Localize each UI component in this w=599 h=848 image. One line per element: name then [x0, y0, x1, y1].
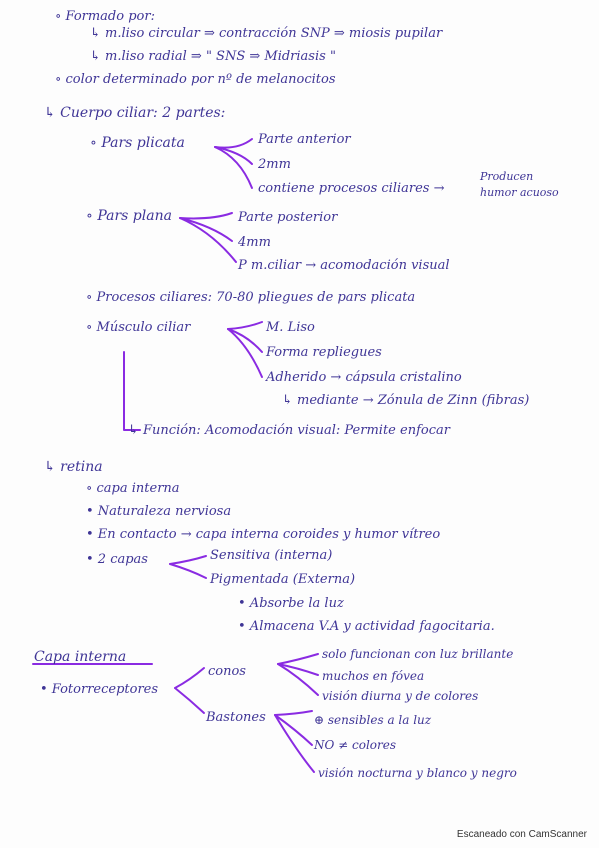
musculo-adherido: Adherido → cápsula cristalino: [266, 370, 462, 385]
item-bastones: Bastones: [206, 710, 266, 725]
musculo-m-liso: M. Liso: [266, 320, 315, 335]
plicata-parte-anterior: Parte anterior: [258, 132, 351, 147]
item-conos: conos: [208, 664, 246, 679]
bastones-no-colores: NO ≠ colores: [314, 738, 397, 752]
heading-capa-interna: Capa interna: [34, 649, 127, 665]
plana-parte-posterior: Parte posterior: [238, 210, 338, 225]
line-liso-radial: ↳ m.liso radial ⇒ " SNS ⇒ Midriasis ": [90, 49, 336, 64]
bastones-vision-nocturna: visión nocturna y blanco y negro: [318, 766, 517, 780]
line-formado-por: ∘ Formado por:: [55, 9, 155, 24]
capa-sensitiva: Sensitiva (interna): [210, 548, 333, 563]
conos-fovea: muchos en fóvea: [322, 669, 425, 683]
musculo-funcion: ↳ Función: Acomodación visual: Permite e…: [128, 423, 450, 438]
capa-pigmentada: Pigmentada (Externa): [210, 572, 356, 587]
scanner-watermark: Escaneado con CamScanner: [456, 829, 587, 840]
conos-luz-brillante: solo funcionan con luz brillante: [322, 647, 514, 661]
line-color-melanocitos: ∘ color determinado por nº de melanocito…: [55, 72, 336, 87]
retina-en-contacto: • En contacto → capa interna coroides y …: [86, 527, 441, 542]
conos-vision-diurna: visión diurna y de colores: [322, 689, 479, 703]
retina-2-capas: • 2 capas: [86, 552, 148, 567]
item-musculo-ciliar: ∘ Músculo ciliar: [86, 320, 191, 335]
plana-m-ciliar: P m.ciliar → acomodación visual: [238, 258, 450, 273]
heading-retina: ↳ retina: [44, 459, 103, 475]
musculo-repliegues: Forma repliegues: [266, 345, 382, 360]
plana-4mm: 4mm: [238, 235, 271, 250]
item-procesos-ciliares: ∘ Procesos ciliares: 70-80 pliegues de p…: [86, 290, 416, 305]
pigmentada-absorbe: • Absorbe la luz: [238, 596, 344, 611]
plicata-2mm: 2mm: [258, 157, 291, 172]
retina-capa-interna: ∘ capa interna: [86, 481, 180, 496]
line-liso-circular: ↳ m.liso circular ⇒ contracción SNP ⇒ mi…: [90, 26, 443, 41]
item-pars-plana: ∘ Pars plana: [86, 208, 172, 224]
plicata-producen: Producen: [480, 170, 534, 183]
item-pars-plicata: ∘ Pars plicata: [90, 135, 185, 151]
plicata-humor-acuoso: humor acuoso: [480, 186, 559, 199]
musculo-zonula-zinn: ↳ mediante → Zónula de Zinn (fibras): [282, 393, 530, 408]
plicata-procesos: contiene procesos ciliares →: [258, 181, 445, 196]
retina-naturaleza: • Naturaleza nerviosa: [86, 504, 232, 519]
heading-cuerpo-ciliar: ↳ Cuerpo ciliar: 2 partes:: [44, 105, 226, 121]
pigmentada-almacena: • Almacena V.A y actividad fagocitaria.: [238, 619, 495, 634]
bastones-sensibles: ⊕ sensibles a la luz: [314, 713, 432, 727]
item-fotorreceptores: • Fotorreceptores: [40, 682, 159, 697]
